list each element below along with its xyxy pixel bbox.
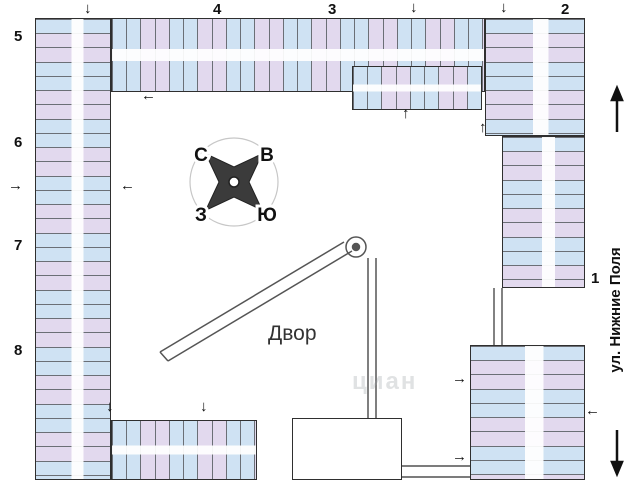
compass-star-icon xyxy=(204,152,264,212)
building-number-4: 4 xyxy=(213,1,222,18)
building-number-3: 3 xyxy=(328,1,337,18)
building-number-2: 2 xyxy=(561,1,570,18)
entrance-arrow-down-icon: ↓ xyxy=(106,398,114,415)
building-number-5: 5 xyxy=(14,28,23,45)
entrance-arrow-up-icon: ↑ xyxy=(402,105,410,122)
corner-section-2 xyxy=(485,18,585,136)
entrance-arrow-down-icon: ↓ xyxy=(500,0,508,16)
compass-south-label: Ю xyxy=(257,205,277,226)
courtyard-structure xyxy=(292,418,402,480)
compass-north-label: С xyxy=(194,145,208,166)
wing-bottom-left xyxy=(111,420,257,480)
compass-east-label: В xyxy=(260,145,274,166)
compass-rose: С В З Ю xyxy=(189,137,280,229)
entrance-arrow-left-icon: ← xyxy=(585,402,600,419)
wing-right-lower-section-1 xyxy=(470,345,585,480)
wing-top-sections-4-3 xyxy=(111,18,485,92)
building-number-7: 7 xyxy=(14,237,23,254)
entrance-arrow-left-icon: ← xyxy=(141,87,156,104)
entrance-arrow-right-icon: → xyxy=(452,448,467,465)
entrance-arrow-down-icon: ↓ xyxy=(84,0,92,17)
compass-circle xyxy=(189,137,279,227)
wing-right-upper xyxy=(502,136,585,288)
courtyard-label: Двор xyxy=(268,322,317,345)
street-name-label: ул. Нижние Поля xyxy=(607,247,624,373)
street-direction-down-arrow-icon xyxy=(610,430,624,478)
entrance-arrow-down-icon: ↓ xyxy=(200,398,208,415)
building-number-6: 6 xyxy=(14,134,23,151)
street-direction-up-arrow-icon xyxy=(610,84,624,132)
entrance-arrow-down-icon: ↓ xyxy=(410,0,418,16)
wing-left-sections-5-6-7-8 xyxy=(35,18,111,480)
entrance-arrow-left-icon: ← xyxy=(120,177,135,194)
entrance-arrow-right-icon: → xyxy=(452,370,467,387)
compass-center xyxy=(228,176,240,188)
compass-west-label: З xyxy=(195,205,207,226)
building-number-8: 8 xyxy=(14,342,23,359)
wing-top-lower-protrusion xyxy=(352,66,482,110)
entrance-arrow-up-icon: ↑ xyxy=(479,119,487,136)
building-number-1: 1 xyxy=(591,270,600,287)
entrance-arrow-right-icon: → xyxy=(8,177,23,194)
site-watermark: циан xyxy=(352,368,418,395)
